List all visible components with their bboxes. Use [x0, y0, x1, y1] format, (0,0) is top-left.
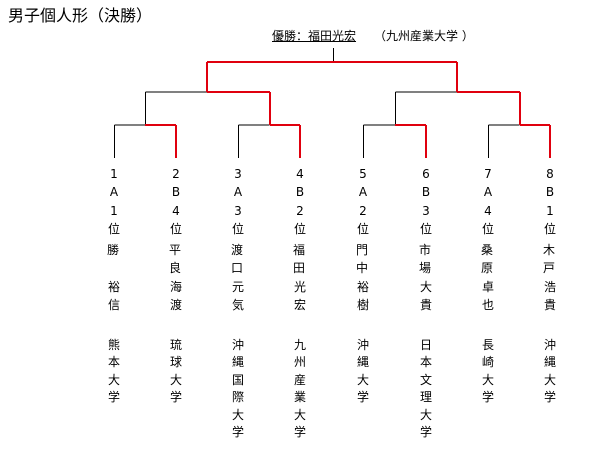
- entrant-rank: 3: [234, 203, 242, 218]
- entrant-rank-suffix: 位: [356, 222, 369, 237]
- winner-path-sf-right: [457, 91, 521, 125]
- entrant-rank: 3: [422, 203, 430, 218]
- entrant-university: 沖縄大学: [356, 337, 369, 405]
- entrant-number: 8: [546, 167, 554, 181]
- entrant-block: B: [171, 185, 181, 200]
- entrant-university: 九州産業大学: [293, 337, 306, 440]
- entrant-name-top: 門中: [356, 242, 371, 276]
- winner-path-m4: [520, 124, 551, 158]
- entrant-rank: 2: [296, 203, 304, 218]
- bracket-line-m1: [114, 124, 146, 158]
- entrant-name-bottom: 卓也: [481, 279, 494, 313]
- entrant-rank-suffix: 位: [107, 222, 120, 237]
- entrant-number: 4: [296, 167, 304, 181]
- entrant-block: A: [233, 185, 243, 200]
- bracket-line-m4: [488, 124, 520, 158]
- entrant-block: B: [545, 185, 555, 200]
- entrant-name-top: 平良: [169, 242, 184, 276]
- entrant-block: A: [358, 185, 368, 200]
- entrant-name-top: 木戸: [543, 242, 558, 276]
- bracket-lines: [114, 48, 520, 158]
- entrant-name-bottom: 元気: [231, 279, 244, 313]
- bracket-line-r1-left: [145, 91, 208, 125]
- entrant-name-top: 桑原: [481, 242, 496, 276]
- entrant-name-top: 勝: [107, 242, 122, 257]
- winner-path-m2: [270, 124, 301, 158]
- entrant-name-bottom: 裕信: [107, 279, 120, 313]
- entrant-number: 5: [359, 167, 367, 181]
- entrant-rank: 1: [110, 203, 118, 218]
- entrant-rank-suffix: 位: [293, 222, 306, 237]
- bracket-line-m2: [238, 124, 270, 158]
- bracket-line-m3: [363, 124, 396, 158]
- entrant-university: 琉球大学: [169, 337, 182, 405]
- winner-label: 優勝：福田光宏: [272, 29, 357, 43]
- entrant-block: A: [483, 185, 493, 200]
- entrant-rank: 1: [546, 203, 554, 218]
- entrant-name-top: 渡口: [231, 242, 246, 276]
- entrant-rank: 4: [484, 203, 492, 218]
- winner-path-final: [206, 61, 458, 92]
- entrant-number: 3: [234, 167, 242, 181]
- entrant-number: 7: [484, 167, 492, 181]
- winner-line: 優勝：福田光宏 （九州産業大学 ）: [272, 28, 474, 44]
- entrant-name-bottom: 裕樹: [356, 279, 369, 313]
- entrant-university: 沖縄国際大学: [231, 337, 244, 440]
- entrant-number: 2: [172, 167, 180, 181]
- entrant-block: A: [109, 185, 119, 200]
- entrant-university: 熊本大学: [107, 337, 120, 405]
- entrant-name-bottom: 光宏: [293, 279, 306, 313]
- entrant-name-top: 福田: [293, 242, 308, 276]
- entrant-rank-suffix: 位: [481, 222, 494, 237]
- entrant-block: B: [421, 185, 431, 200]
- entrant-rank-suffix: 位: [231, 222, 244, 237]
- page-title: 男子個人形（決勝）: [8, 6, 153, 25]
- entrant-rank: 4: [172, 203, 180, 218]
- entrant-university: 長崎大学: [481, 337, 494, 405]
- winner-path-lines: [145, 61, 551, 158]
- entrant-number: 6: [422, 167, 430, 181]
- entrant-name-bottom: 大貴: [419, 279, 432, 313]
- winner-affiliation: （九州産業大学 ）: [374, 29, 474, 43]
- entrant-university: 沖縄大学: [543, 337, 556, 405]
- winner-path-m1: [145, 124, 177, 158]
- entrant-rank: 2: [359, 203, 367, 218]
- winner-path-m3: [395, 124, 427, 158]
- entrant-rank-suffix: 位: [169, 222, 182, 237]
- entrant-rank-suffix: 位: [543, 222, 556, 237]
- entrant-university: 日本文理大学: [419, 337, 432, 440]
- entrant-block: B: [295, 185, 305, 200]
- entrant-name-bottom: 海渡: [169, 279, 182, 313]
- entrant-name-top: 市場: [419, 242, 434, 276]
- bracket-line-r1-right: [395, 91, 458, 125]
- entrant-rank-suffix: 位: [419, 222, 432, 237]
- entrant-name-bottom: 浩貴: [543, 279, 556, 313]
- winner-path-sf-left: [207, 91, 271, 125]
- entrant-number: 1: [110, 167, 118, 181]
